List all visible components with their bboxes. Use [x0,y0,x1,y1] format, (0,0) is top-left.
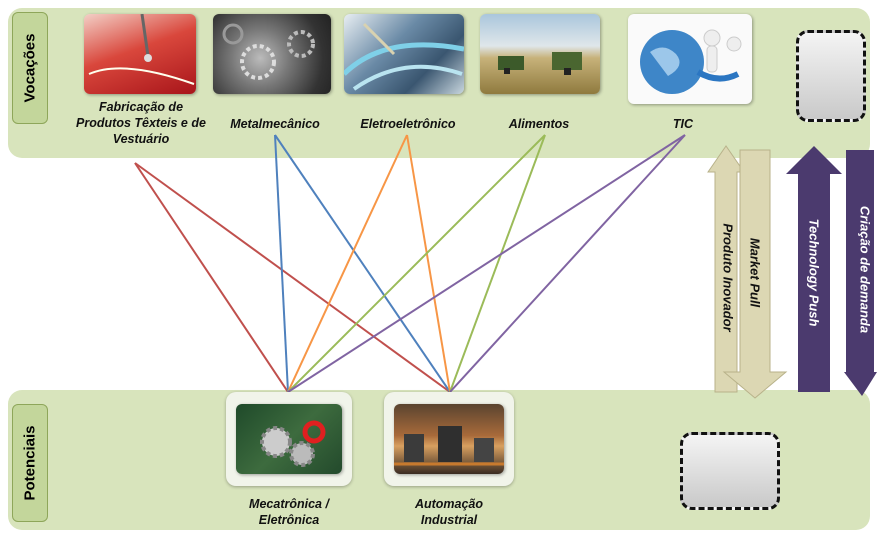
line-alimentos-mecatronica [287,134,546,393]
produto-inovador-label: Produto Inovador [720,223,736,332]
label-mecatronica-line1: Mecatrônica / [249,497,329,511]
metal-photo [213,14,331,94]
criacao-demanda-label: Criação de demanda [857,205,873,334]
technology-push-arrow [786,146,842,392]
label-automacao: Automação Industrial [384,496,514,528]
label-textil-line3: Vestuário [112,132,170,146]
electronics-photo [344,14,464,94]
label-automacao-line1: Automação [414,497,484,511]
line-tic-mecatronica [287,134,686,393]
vocacoes-empty-slot [796,30,866,122]
label-metalmecanico: Metalmecânico [230,117,320,131]
line-metal-automacao [274,134,451,393]
criacao-demanda-arrow [844,150,877,396]
label-mecatronica: Mecatrônica / Eletrônica [224,496,354,528]
label-alimentos: Alimentos [508,117,570,131]
market-pull-arrow [722,149,788,399]
line-textil-mecatronica [134,162,289,393]
label-textil: Fabricação de Produtos Têxteis e de Vest… [66,99,216,147]
technology-push-label: Technology Push [806,218,822,327]
label-tic: TIC [672,117,694,131]
label-textil-line2: Produtos Têxteis e de [76,116,206,130]
market-pull-label: Market Pull [747,237,763,308]
label-automacao-line2: Industrial [420,513,478,527]
food-photo [480,14,600,94]
vocacoes-tab: Vocações [12,12,48,124]
line-alimentos-automacao [449,134,546,393]
potenciais-tab: Potenciais [12,404,48,522]
line-eletro-mecatronica [287,134,408,393]
tic-photo [628,14,752,104]
label-mecatronica-line2: Eletrônica [258,513,320,527]
line-tic-automacao [449,134,686,393]
line-eletro-automacao [406,134,451,393]
line-metal-mecatronica [274,134,289,393]
label-textil-line1: Fabricação de [98,100,184,114]
label-eletroeletronico: Eletroeletrônico [360,117,456,131]
mecatronica-photo [236,404,342,474]
produto-inovador-arrow [707,145,745,393]
automacao-photo [394,404,504,474]
line-textil-automacao [134,162,451,393]
textile-photo [84,14,196,94]
potenciais-empty-slot [680,432,780,510]
